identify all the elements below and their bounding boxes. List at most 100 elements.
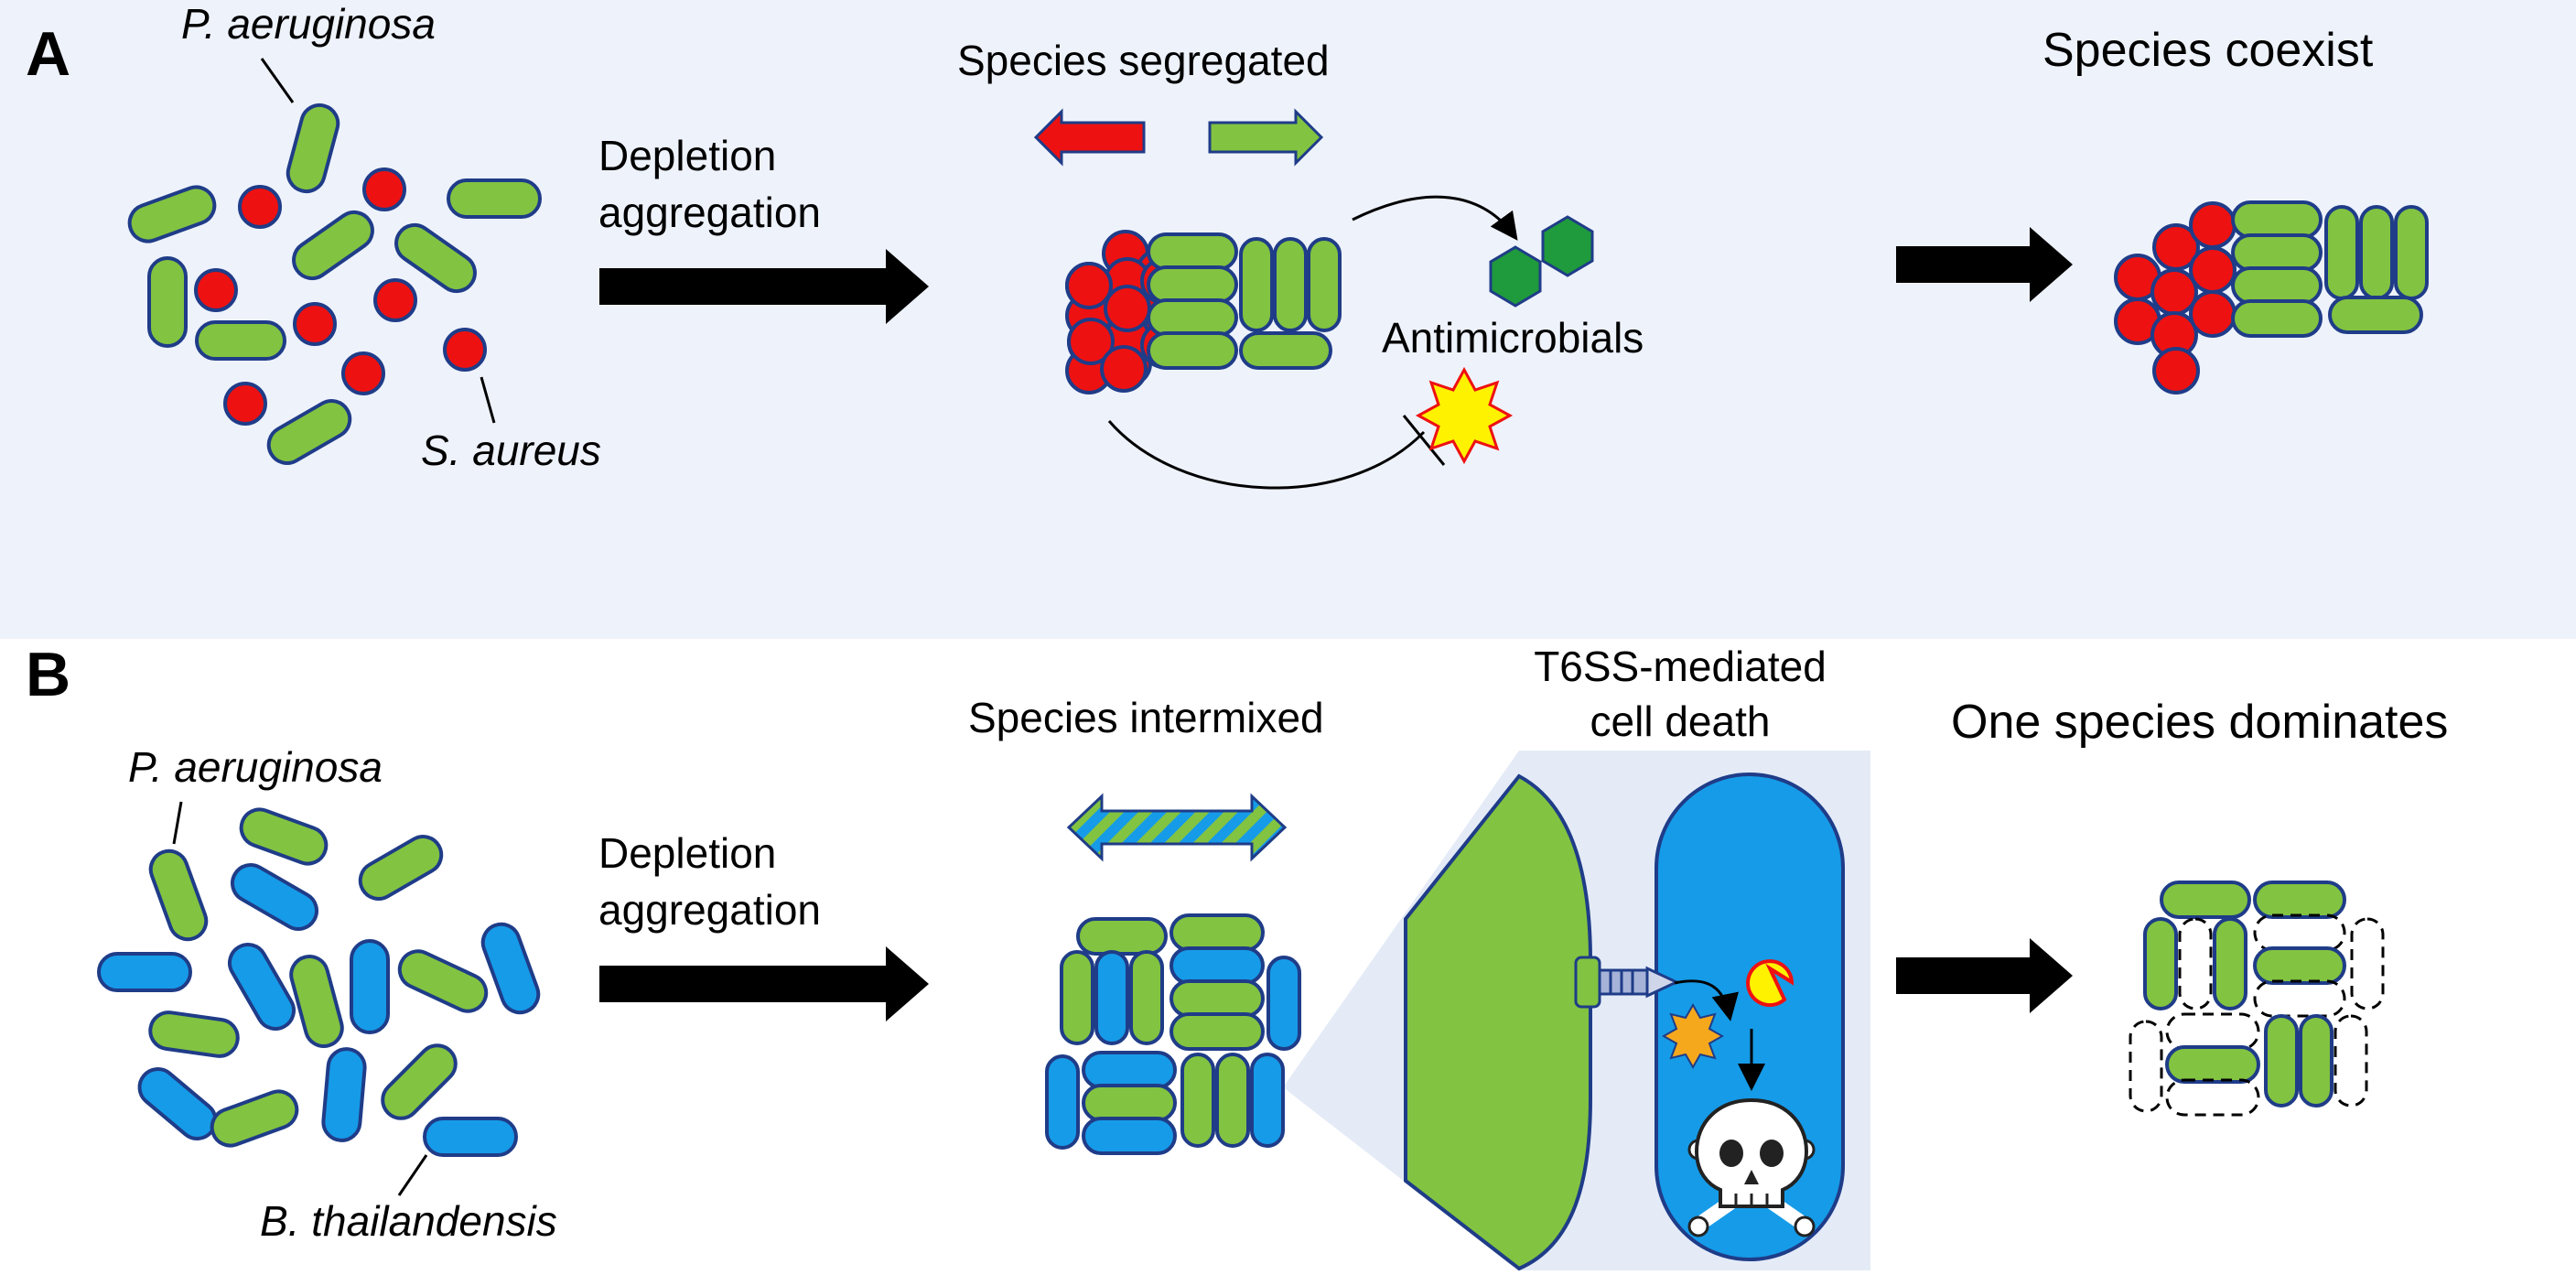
p-aeruginosa-cell [292, 210, 374, 281]
mixed-population-b [97, 807, 541, 1157]
p-aeruginosa-cell [397, 949, 489, 1013]
p-aeruginosa-cell [195, 320, 286, 361]
antimicrobial-arrow [1352, 195, 1518, 241]
p-aeruginosa-cell [2299, 1014, 2333, 1108]
pacman-icon [1746, 959, 1795, 1008]
leader-line [172, 801, 183, 845]
s-aureus-cell [293, 302, 337, 346]
p-aeruginosa-cell [1147, 298, 1238, 337]
p-aeruginosa-cell [286, 103, 340, 194]
p-aeruginosa-cell [2359, 205, 2394, 300]
p-aeruginosa-cell [266, 399, 352, 465]
s-aureus-cell [2152, 347, 2200, 394]
label-s-aureus-a: S. aureus [421, 427, 601, 474]
s-aureus-cell [1100, 345, 1148, 393]
p-aeruginosa-cell [289, 955, 344, 1048]
p-aeruginosa-cell [2231, 233, 2323, 272]
p-aeruginosa-cell [148, 848, 209, 942]
p-aeruginosa-cell [1307, 237, 1342, 332]
p-aeruginosa-cell [381, 1043, 458, 1120]
p-aeruginosa-cell [127, 185, 217, 243]
p-aeruginosa-cell [394, 222, 477, 294]
p-aeruginosa-cell [2264, 1014, 2299, 1108]
green-arrow-right [1208, 108, 1324, 167]
p-aeruginosa-cell [1239, 331, 1332, 370]
dead-cell-outline [2333, 1014, 2368, 1108]
s-aureus-cell [341, 351, 385, 395]
s-aureus-cell [194, 268, 238, 312]
p-aeruginosa-cell [358, 835, 444, 901]
p-aeruginosa-cell [1180, 1053, 1215, 1148]
panel-a: A P. aeruginosa S. aureus Depletion aggr [0, 0, 2576, 639]
p-aeruginosa-cell [2231, 266, 2323, 305]
b-thailandensis-cell [321, 1047, 367, 1142]
panel-a-letter: A [26, 19, 70, 89]
zoomed-p-aeruginosa-cell [1404, 773, 1592, 1271]
s-aureus-cell [2189, 246, 2236, 294]
p-aeruginosa-cell [1147, 265, 1238, 304]
p-aeruginosa-cell [239, 807, 329, 866]
p-aeruginosa-cell [210, 1089, 299, 1148]
p-aeruginosa-cell [1129, 950, 1164, 1045]
t6ss-label-line1: T6SS-mediated [1534, 643, 1827, 690]
p-aeruginosa-cell [1147, 232, 1238, 271]
p-aeruginosa-cell [2213, 917, 2247, 1010]
p-aeruginosa-cell [1215, 1053, 1250, 1148]
s-aureus-cell [1067, 318, 1115, 365]
dead-cell-outline [2129, 1020, 2163, 1113]
p-aeruginosa-cell [1169, 913, 1265, 952]
red-arrow-left [1033, 108, 1146, 167]
segregated-label: Species segregated [957, 37, 1330, 84]
outcome-label-b: One species dominates [1951, 696, 2448, 749]
process-label-b-line2: aggregation [598, 886, 821, 934]
p-aeruginosa-cell [2324, 205, 2359, 300]
dead-cell-outline [2253, 913, 2346, 952]
b-thailandensis-cell [423, 1117, 518, 1157]
process-label-a-line2: aggregation [598, 189, 821, 236]
dead-cell-outline [2350, 917, 2385, 1010]
s-aureus-cell [1065, 262, 1113, 309]
b-thailandensis-cell [97, 952, 192, 992]
outcome-arrow-b [1896, 938, 2073, 1013]
intermixed-double-arrow [1066, 793, 1288, 862]
p-aeruginosa-cell [1169, 979, 1265, 1018]
intermixed-aggregate [1045, 913, 1301, 1155]
label-b-thailandensis: B. thailandensis [260, 1197, 557, 1245]
coexist-aggregate [2114, 200, 2429, 394]
s-aureus-cell [238, 185, 282, 229]
process-arrow-b [599, 946, 929, 1021]
panel-b: B P. aeruginosa B. thailandensis Depleti… [26, 640, 2448, 1271]
p-aeruginosa-cell [447, 178, 542, 219]
b-thailandensis-cell [228, 943, 296, 1031]
b-thailandensis-cell [1094, 950, 1129, 1045]
leader-line [397, 1154, 428, 1196]
p-aeruginosa-cell [1082, 1084, 1177, 1122]
outcome-label-a: Species coexist [2042, 24, 2374, 77]
process-label-b-line1: Depletion [598, 829, 776, 877]
p-aeruginosa-cell [1273, 237, 1308, 332]
p-aeruginosa-cell [2394, 205, 2429, 300]
s-aureus-cell [2189, 290, 2236, 338]
p-aeruginosa-cell [2253, 946, 2346, 985]
t6ss-label-line2: cell death [1590, 697, 1771, 745]
s-aureus-cell [223, 382, 267, 426]
p-aeruginosa-cell [1147, 331, 1238, 370]
effector-arrow [1674, 979, 1739, 1021]
dead-cell-outline [2178, 917, 2213, 1010]
s-aureus-cell [2150, 268, 2198, 316]
hexagon-molecule-icon [1489, 215, 1594, 308]
b-thailandensis-cell [1266, 956, 1301, 1051]
dominated-aggregate [2129, 881, 2385, 1117]
b-thailandensis-cell [1169, 946, 1265, 985]
p-aeruginosa-cell [2160, 881, 2251, 919]
process-label-a-line1: Depletion [598, 132, 776, 179]
skull-crossbones-icon [1687, 1097, 1816, 1237]
p-aeruginosa-cell [2231, 299, 2323, 338]
intermixed-label: Species intermixed [968, 694, 1324, 741]
s-aureus-cell [2189, 201, 2236, 249]
b-thailandensis-cell [1082, 1051, 1177, 1089]
process-arrow-a [599, 249, 929, 324]
inhibition-bar [1402, 415, 1446, 466]
dead-cell-outline [2253, 979, 2346, 1018]
p-aeruginosa-cell [2143, 917, 2178, 1010]
